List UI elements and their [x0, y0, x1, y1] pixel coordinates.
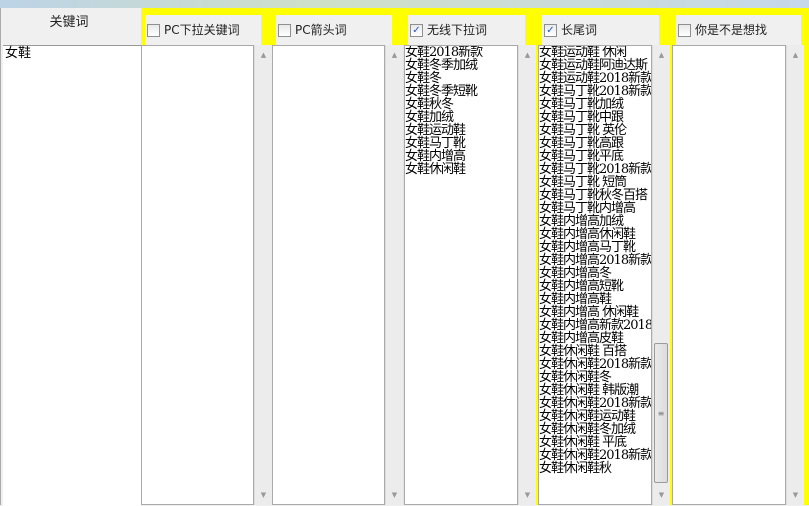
- list-item[interactable]: 女鞋休闲鞋2018新款: [539, 357, 652, 372]
- list-item[interactable]: 女鞋内增高: [405, 149, 466, 164]
- did-you-mean-checkbox-label[interactable]: 你是不是想找: [676, 15, 801, 45]
- long-tail-list[interactable]: 女鞋运动鞋 休闲 女鞋运动鞋阿迪达斯女鞋运动鞋2018新款女鞋马丁靴2018新款…: [538, 45, 652, 505]
- pc-arrow-list[interactable]: [272, 45, 385, 505]
- column-label: 无线下拉词: [427, 23, 488, 37]
- keyword-header: 关键词: [49, 15, 89, 30]
- list-item[interactable]: 女鞋马丁靴平底: [539, 149, 624, 164]
- checkbox[interactable]: ✓: [544, 23, 557, 37]
- list-item[interactable]: 女鞋马丁靴 英伦: [539, 123, 627, 138]
- list-item[interactable]: 女鞋休闲鞋 平底: [539, 435, 627, 450]
- list-item[interactable]: 女鞋内增高短靴: [539, 279, 624, 294]
- list-item[interactable]: 女鞋马丁靴内增高: [539, 201, 636, 216]
- scroll-down-icon[interactable]: ▼: [391, 491, 398, 499]
- vertical-scrollbar[interactable]: ▲▼: [518, 45, 536, 505]
- list-item[interactable]: 女鞋运动鞋: [405, 123, 466, 138]
- list-item[interactable]: 女鞋内增高 休闲鞋: [539, 305, 639, 320]
- list-item[interactable]: 女鞋休闲鞋秋: [539, 461, 612, 476]
- list-item[interactable]: 女鞋马丁靴: [405, 136, 466, 151]
- column-label: 你是不是想找: [695, 23, 768, 37]
- keyword-input[interactable]: 女鞋: [3, 45, 141, 506]
- column-did-you-mean: 你是不是想找▲▼: [672, 8, 804, 505]
- checkbox[interactable]: [147, 23, 160, 37]
- list-item[interactable]: 女鞋休闲鞋: [405, 162, 466, 177]
- vertical-scrollbar[interactable]: ▲▼: [254, 45, 272, 505]
- list-item[interactable]: 女鞋休闲鞋2018新款: [539, 396, 652, 411]
- scroll-down-icon[interactable]: ▼: [658, 491, 665, 499]
- vertical-scrollbar[interactable]: ▲▼: [786, 45, 804, 505]
- list-item[interactable]: 女鞋马丁靴2018新款: [539, 162, 652, 177]
- checkbox[interactable]: ✓: [410, 23, 423, 37]
- pc-dropdown-list[interactable]: [141, 45, 254, 505]
- list-item[interactable]: 女鞋内增高加绒: [539, 214, 624, 229]
- list-item[interactable]: 女鞋马丁靴 短筒: [539, 175, 627, 190]
- scroll-thumb[interactable]: ≡: [654, 343, 668, 483]
- list-item[interactable]: 女鞋休闲鞋冬加绒: [539, 422, 636, 437]
- list-item[interactable]: 女鞋马丁靴2018新款: [539, 84, 652, 99]
- checkbox[interactable]: [278, 23, 291, 37]
- list-item[interactable]: 女鞋内增高冬: [539, 266, 612, 281]
- long-tail-checkbox-label[interactable]: ✓ 长尾词: [542, 15, 659, 45]
- list-item[interactable]: 女鞋休闲鞋2018新款: [539, 448, 652, 463]
- list-item[interactable]: 女鞋内增高新款2018: [539, 318, 652, 333]
- column-pc-arrow: PC箭头词▲▼: [272, 8, 403, 505]
- list-item[interactable]: 女鞋内增高鞋: [539, 292, 612, 307]
- checkbox[interactable]: [678, 23, 691, 37]
- scroll-down-icon[interactable]: ▼: [792, 491, 799, 499]
- scroll-up-icon[interactable]: ▲: [391, 51, 398, 59]
- list-item[interactable]: 女鞋马丁靴高跟: [539, 136, 624, 151]
- column-long-tail: ✓ 长尾词女鞋运动鞋 休闲 女鞋运动鞋阿迪达斯女鞋运动鞋2018新款女鞋马丁靴20…: [538, 8, 670, 505]
- scroll-up-icon[interactable]: ▲: [260, 51, 267, 59]
- column-label: PC下拉关键词: [164, 23, 240, 37]
- list-item[interactable]: 女鞋秋冬: [405, 97, 454, 112]
- list-item[interactable]: 女鞋内增高2018新款: [539, 253, 652, 268]
- did-you-mean-list[interactable]: [672, 45, 786, 505]
- column-label: PC箭头词: [295, 23, 347, 37]
- list-item[interactable]: 女鞋运动鞋2018新款: [539, 71, 652, 86]
- list-item[interactable]: 女鞋马丁靴中跟: [539, 110, 624, 125]
- list-item[interactable]: 女鞋马丁靴秋冬百搭: [539, 188, 648, 203]
- list-item[interactable]: 女鞋马丁靴加绒: [539, 97, 624, 112]
- list-item[interactable]: 女鞋休闲鞋冬: [539, 370, 612, 385]
- scroll-up-icon[interactable]: ▲: [792, 51, 799, 59]
- list-item[interactable]: 女鞋休闲鞋 百搭: [539, 344, 627, 359]
- list-item[interactable]: 女鞋内增高皮鞋: [539, 331, 624, 346]
- pc-dropdown-checkbox-label[interactable]: PC下拉关键词: [145, 15, 261, 45]
- list-item[interactable]: 女鞋冬季加绒: [405, 58, 478, 73]
- mobile-dropdown-list[interactable]: 女鞋2018新款女鞋冬季加绒女鞋冬女鞋冬季短靴女鞋秋冬女鞋加绒女鞋运动鞋女鞋马丁…: [404, 45, 518, 505]
- column-pc-dropdown: PC下拉关键词▲▼: [141, 8, 272, 505]
- list-item[interactable]: 女鞋休闲鞋运动鞋: [539, 409, 636, 424]
- list-item[interactable]: 女鞋运动鞋 休闲: [539, 45, 627, 60]
- list-item[interactable]: 女鞋冬季短靴: [405, 84, 478, 99]
- scroll-up-icon[interactable]: ▲: [524, 51, 531, 59]
- mobile-dropdown-checkbox-label[interactable]: ✓ 无线下拉词: [408, 15, 525, 45]
- pc-arrow-checkbox-label[interactable]: PC箭头词: [276, 15, 392, 45]
- scroll-down-icon[interactable]: ▼: [260, 491, 267, 499]
- list-item[interactable]: 女鞋休闲鞋 韩版潮: [539, 383, 639, 398]
- list-item[interactable]: 女鞋冬: [405, 71, 442, 86]
- list-item[interactable]: 女鞋运动鞋阿迪达斯: [539, 58, 648, 73]
- vertical-scrollbar[interactable]: ▲▼: [385, 45, 403, 505]
- list-item[interactable]: 女鞋加绒: [405, 110, 454, 125]
- list-item[interactable]: 女鞋内增高休闲鞋: [539, 227, 636, 242]
- vertical-scrollbar[interactable]: ▲ ≡ ▼: [652, 45, 670, 505]
- scroll-up-icon[interactable]: ▲: [658, 51, 665, 59]
- list-item[interactable]: 女鞋2018新款: [405, 45, 483, 60]
- column-label: 长尾词: [561, 23, 598, 37]
- scroll-down-icon[interactable]: ▼: [524, 491, 531, 499]
- list-item[interactable]: 女鞋内增高马丁靴: [539, 240, 636, 255]
- column-mobile-dropdown: ✓ 无线下拉词女鞋2018新款女鞋冬季加绒女鞋冬女鞋冬季短靴女鞋秋冬女鞋加绒女鞋运…: [404, 8, 536, 505]
